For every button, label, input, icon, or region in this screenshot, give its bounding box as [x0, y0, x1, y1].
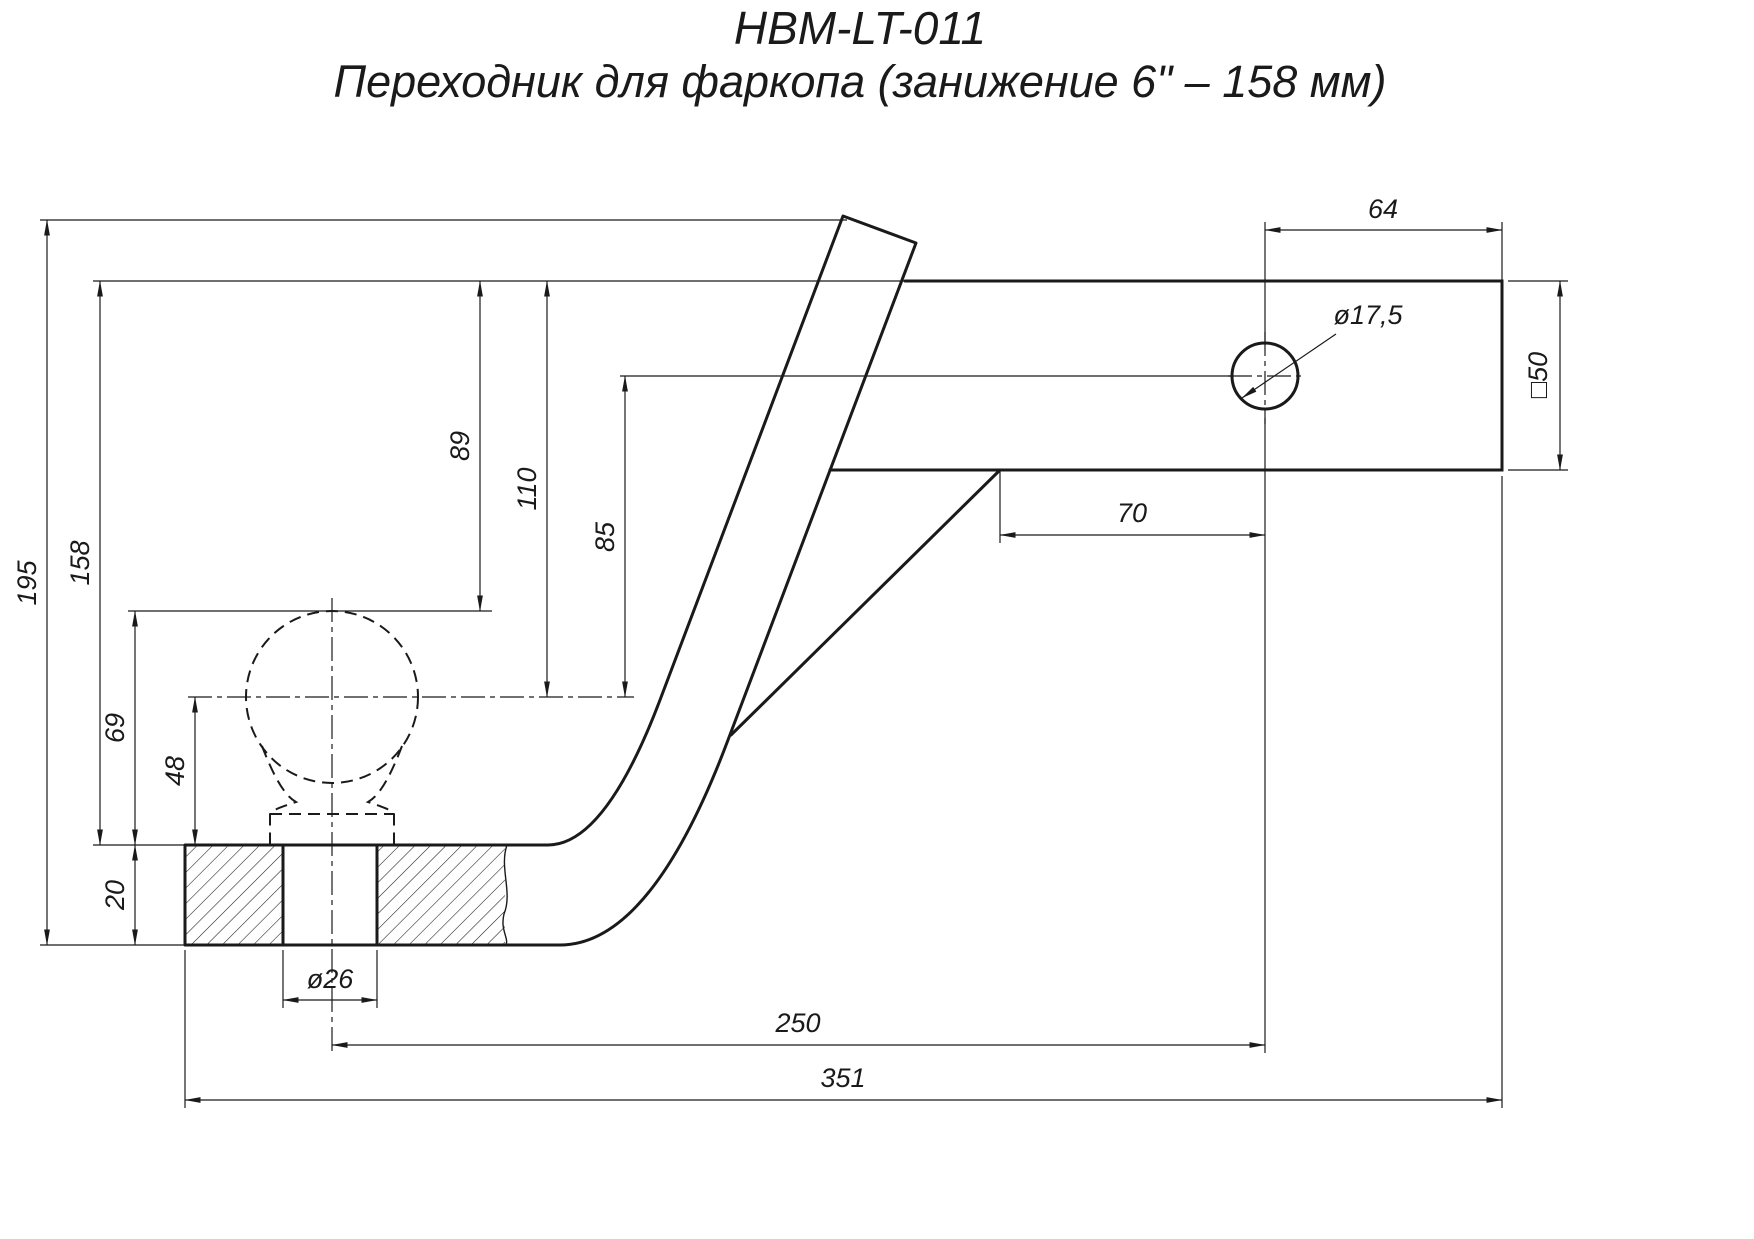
ball-platform-outline [183, 843, 509, 947]
dim-label-overall-length: 351 [820, 1063, 865, 1093]
gusset-line [729, 468, 1002, 737]
dim-label-gusset-to-pin-hole: 70 [1117, 498, 1147, 528]
dim-label-ball-top-platform: 69 [100, 713, 130, 743]
dimension-lines [44, 219, 1563, 1103]
drawing-title: HBM-LT-011 Переходник для фаркопа (заниж… [334, 2, 1387, 107]
dim-label-ball-hole-diameter: ø26 [307, 964, 355, 994]
dim-label-hole-axis-ball-center: 85 [590, 521, 620, 552]
hatch-area-right [377, 846, 505, 944]
section-break-line [502, 844, 508, 946]
dim-label-pin-hole-diameter: ø17,5 [1333, 300, 1403, 330]
shank-tube-outline [828, 279, 1504, 472]
dim-label-top-to-ball-center: 110 [512, 467, 542, 510]
dim-label-platform-thickness: 20 [100, 880, 130, 911]
hatch-area-left [186, 846, 283, 944]
center-lines [188, 332, 1304, 1053]
drop-tube-outline [505, 214, 918, 947]
section-hatching [186, 846, 505, 944]
dim-label-drop-height: 158 [65, 540, 95, 585]
dimension-labels: 195 158 89 110 85 69 48 20 ø26 250 351 6… [12, 194, 1553, 1093]
dim-label-overall-height: 195 [12, 559, 42, 605]
dim-label-tube-square: □50 [1523, 352, 1553, 398]
dim-label-top-to-ball-top: 89 [445, 431, 475, 461]
dim-label-pin-hole-to-end: 64 [1368, 194, 1398, 224]
extension-lines [40, 219, 1568, 1108]
dim-label-ball-center-platform: 48 [160, 756, 190, 786]
dim-label-ball-to-pin-hole: 250 [774, 1008, 820, 1038]
part-outline [183, 214, 1504, 947]
title-description: Переходник для фаркопа (занижение 6" – 1… [334, 56, 1387, 107]
title-model-number: HBM-LT-011 [734, 2, 986, 54]
leader-pin-hole-diameter [1241, 333, 1337, 399]
